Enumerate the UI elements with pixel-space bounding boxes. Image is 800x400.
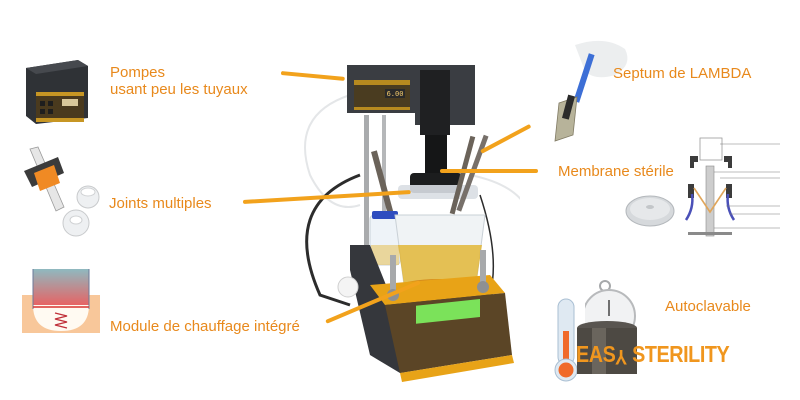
pumps-label-line2: usant peu les tuyaux bbox=[110, 81, 248, 98]
pointer-membrane bbox=[440, 169, 538, 173]
pump-display: 6.00 bbox=[387, 90, 404, 98]
heating-label: Module de chauffage intégré bbox=[110, 318, 300, 335]
joints-label: Joints multiples bbox=[109, 195, 212, 212]
pumps-label-line1: Pompes bbox=[110, 64, 166, 81]
septum-label: Septum de LAMBDA bbox=[613, 65, 752, 82]
pump-image bbox=[22, 56, 90, 124]
pumps-label: Pompes usant peu les tuyaux bbox=[110, 64, 248, 98]
logo-part2: Y bbox=[615, 345, 628, 368]
thermometer-icon bbox=[553, 297, 579, 383]
autoclave-pot-image bbox=[572, 318, 642, 378]
autoclave-label: Autoclavable bbox=[665, 298, 751, 315]
logo-part3: STERILITY bbox=[627, 341, 730, 367]
membrane-disc-image bbox=[625, 193, 675, 229]
septum-image bbox=[545, 35, 635, 145]
easy-sterility-logo: EASY STERILITY bbox=[576, 341, 730, 368]
membrane-diagram bbox=[680, 136, 790, 246]
bioreactor-image: 6.00 bbox=[290, 55, 520, 385]
membrane-label: Membrane stérile bbox=[558, 163, 674, 180]
heating-module-image bbox=[22, 265, 100, 333]
joints-image bbox=[20, 145, 105, 240]
logo-part1: EAS bbox=[576, 341, 616, 367]
